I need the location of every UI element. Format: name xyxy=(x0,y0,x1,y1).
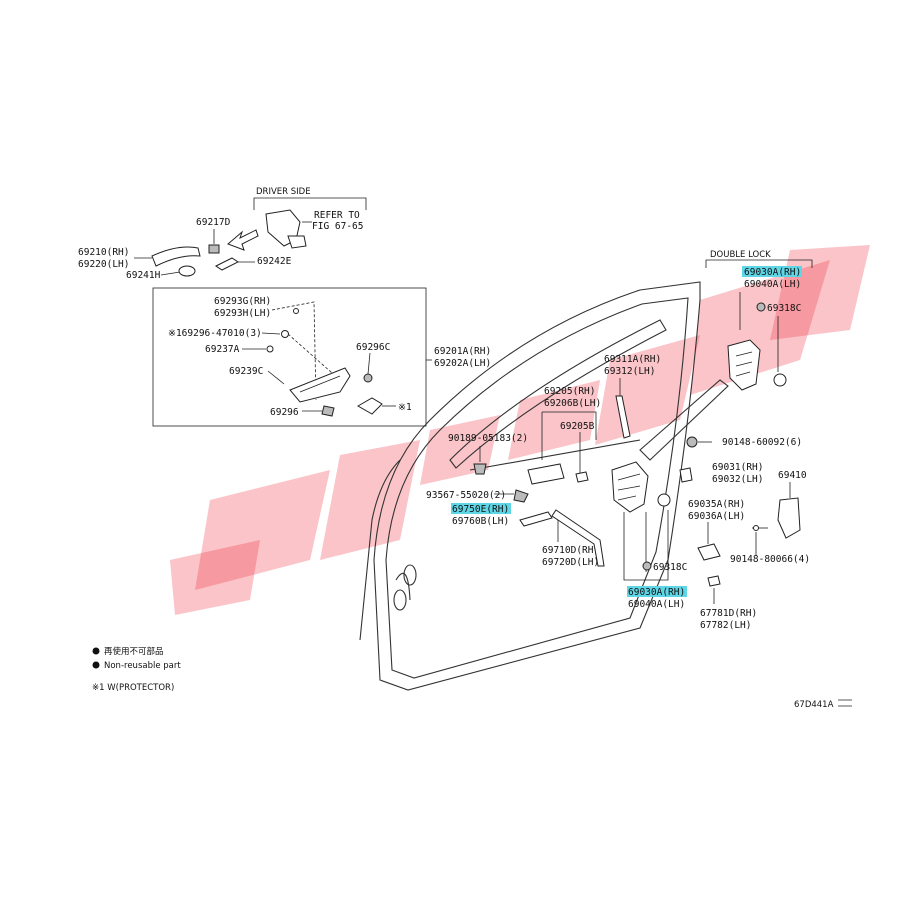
label-69206B: 69206B(LH) xyxy=(544,398,601,409)
label-69296C: 69296C xyxy=(356,342,390,353)
label-69237A: 69237A xyxy=(205,344,240,355)
label-69318C-bot: 69318C xyxy=(653,562,687,573)
highlight-69750E xyxy=(451,503,511,514)
driver-side-group: DRIVER SIDE REFER TO FIG 67-65 xyxy=(227,187,367,251)
label-69220: 69220(LH) xyxy=(78,259,129,270)
label-69750E: 69750E(RH) xyxy=(452,504,509,515)
label-90189: 90189-05183(2) xyxy=(448,433,528,444)
legend-dot-icon xyxy=(92,661,100,669)
label-69040A-bot: 69040A(LH) xyxy=(628,599,685,610)
glass-run-icon xyxy=(551,509,605,567)
label-69040A-top: 69040A(LH) xyxy=(744,279,801,290)
legend-jp-text: 再使用不可部品 xyxy=(104,646,164,657)
outside-handle-parts: 69217D 69210(RH) 69220(LH) 69241H 69242E xyxy=(78,217,292,281)
highlight-bottom xyxy=(627,586,687,597)
legend-en-text: Non-reusable part xyxy=(104,661,181,671)
non-reusable-dot xyxy=(756,302,766,312)
double-lock-title: DOUBLE LOCK xyxy=(710,250,771,260)
figure-id-text: 67D441A xyxy=(794,700,834,710)
inside-handle-icon xyxy=(527,463,565,485)
label-69035A: 69035A(RH) xyxy=(688,499,745,510)
center-parts: 69311A(RH) 69312(LH) 69205(RH) 69206B(LH… xyxy=(426,354,687,610)
figure-id: 67D441A xyxy=(794,699,852,710)
label-69032: 69032(LH) xyxy=(712,474,763,485)
label-67782: 67782(LH) xyxy=(700,620,751,631)
arrow-icon xyxy=(227,229,259,251)
label-69239C: 69239C xyxy=(229,366,263,377)
label-69296: 69296 xyxy=(270,407,299,418)
label-69205: 69205(RH) xyxy=(544,386,595,397)
refer-to-line2: FIG 67-65 xyxy=(312,221,363,232)
label-69036A: 69036A(LH) xyxy=(688,511,745,522)
label-69720D: 69720D(LH) xyxy=(542,557,599,568)
label-69293H: 69293H(LH) xyxy=(214,308,271,319)
label-69242E: 69242E xyxy=(257,256,292,267)
label-69710D: 69710D(RH) xyxy=(542,545,599,556)
label-69410: 69410 xyxy=(778,470,807,481)
driver-side-title: DRIVER SIDE xyxy=(256,187,311,197)
label-93567: 93567-55020(2) xyxy=(426,490,506,501)
label-67781D: 67781D(RH) xyxy=(700,608,757,619)
legend-protector-note: ※1 W(PROTECTOR) xyxy=(92,683,174,693)
rod-icon xyxy=(615,395,631,439)
cap-icon xyxy=(178,265,196,277)
label-69312: 69312(LH) xyxy=(604,366,655,377)
label-69296-47010: ※169296-47010(3) xyxy=(168,328,262,339)
watermark-logo xyxy=(170,245,870,615)
label-69217D: 69217D xyxy=(196,217,231,228)
label-69760B: 69760B(LH) xyxy=(452,516,509,527)
label-69201A: 69201A(RH) xyxy=(434,346,491,357)
label-90148-80066: 90148-80066(4) xyxy=(730,554,810,565)
label-69030A-top: 69030A(RH) xyxy=(744,267,801,278)
lower-lock-icon xyxy=(611,461,649,513)
label-69241H: 69241H xyxy=(126,270,161,281)
door-lock-icon xyxy=(727,339,761,391)
door-handle-icon xyxy=(151,246,201,267)
label-69293G: 69293G(RH) xyxy=(214,296,271,307)
cylinder-cover-icon xyxy=(215,257,239,271)
label-69030A-bot: 69030A(RH) xyxy=(628,587,685,598)
refer-to-line1: REFER TO xyxy=(314,210,360,221)
double-lock-group: DOUBLE LOCK 69030A(RH) 69040A(LH) 69318C xyxy=(705,250,813,391)
legend-dot-icon xyxy=(92,647,100,655)
highlight-top xyxy=(742,266,802,277)
label-69031: 69031(RH) xyxy=(712,462,763,473)
label-69318C-top: 69318C xyxy=(767,303,801,314)
label-69202A: 69202A(LH) xyxy=(434,358,491,369)
note-1: ※1 xyxy=(398,402,412,413)
legend: 再使用不可部品 Non-reusable part ※1 W(PROTECTOR… xyxy=(92,646,181,693)
handle-inset-box: 69293G(RH) 69293H(LH) ※169296-47010(3) 6… xyxy=(152,287,491,427)
hinge-icon xyxy=(697,543,721,561)
bolt-icon xyxy=(208,244,220,254)
label-69205B: 69205B xyxy=(560,421,595,432)
right-parts: 90148-60092(6) 69031(RH) 69032(LH) 69410… xyxy=(679,436,810,631)
label-69311A: 69311A(RH) xyxy=(604,354,661,365)
door-check-icon xyxy=(777,497,801,539)
label-90148-60092: 90148-60092(6) xyxy=(722,437,802,448)
door-shell xyxy=(359,281,729,691)
handle-frame-icon xyxy=(289,367,351,403)
label-69210: 69210(RH) xyxy=(78,247,129,258)
